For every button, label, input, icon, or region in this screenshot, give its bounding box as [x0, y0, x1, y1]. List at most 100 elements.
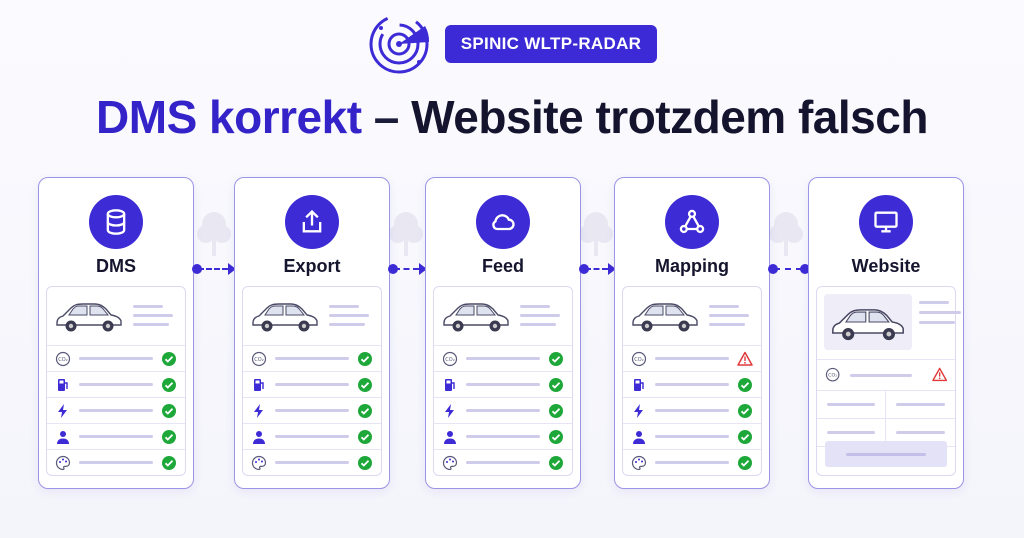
attribute-row [47, 371, 185, 397]
attribute-row: CO₂ [623, 345, 761, 371]
car-icon [56, 303, 122, 332]
data-panel: CO₂ [622, 286, 762, 476]
value-placeholder [79, 461, 153, 464]
brand-badge: SPINIC WLTP-RADAR [444, 25, 658, 63]
vehicle-image [824, 294, 912, 350]
car-icon [443, 303, 509, 332]
check-icon [548, 351, 564, 367]
value-placeholder [275, 409, 349, 412]
value-placeholder [466, 461, 540, 464]
check-icon [357, 403, 373, 419]
cta-button[interactable] [825, 441, 947, 467]
value-placeholder [466, 435, 540, 438]
value-placeholder [79, 383, 153, 386]
lightning-icon [251, 403, 267, 419]
stage-label: Mapping [655, 256, 729, 276]
website-panel: CO₂ [816, 286, 961, 476]
attribute-row [623, 397, 761, 423]
vehicle-row [440, 293, 566, 337]
arrow-head [228, 263, 236, 275]
value-placeholder [466, 409, 540, 412]
check-icon [737, 455, 753, 471]
data-panel: CO₂ [242, 286, 382, 476]
value-placeholder [655, 357, 729, 360]
network-icon [665, 195, 719, 249]
radar-icon [369, 14, 429, 74]
tree-decoration [579, 212, 613, 256]
page-title: DMS korrekt – Website trotzdem falsch [0, 90, 1024, 144]
check-icon [161, 351, 177, 367]
palette-icon [251, 455, 267, 471]
fuel-icon [442, 377, 458, 393]
check-icon [737, 429, 753, 445]
connector-dot [579, 264, 589, 274]
database-icon [89, 195, 143, 249]
user-icon [251, 429, 267, 445]
flow-arrow [388, 263, 427, 275]
check-icon [548, 455, 564, 471]
attribute-row [243, 423, 381, 449]
vehicle-row [249, 293, 375, 337]
check-icon [161, 455, 177, 471]
lightning-icon [631, 403, 647, 419]
value-placeholder [275, 461, 349, 464]
check-icon [357, 429, 373, 445]
text-placeholder [520, 304, 560, 326]
connector-dot [192, 264, 202, 274]
flow-arrow [579, 263, 616, 275]
attribute-row [47, 449, 185, 475]
attribute-row [243, 371, 381, 397]
attribute-row [47, 397, 185, 423]
check-icon [161, 377, 177, 393]
dashed-line [394, 268, 419, 270]
value-placeholder [79, 409, 153, 412]
palette-icon [55, 455, 71, 471]
attribute-row [243, 449, 381, 475]
text-placeholder [133, 304, 173, 326]
stage-label: Feed [481, 256, 524, 276]
stage-label: DMS [96, 256, 136, 276]
value-placeholder [655, 409, 729, 412]
value-placeholder [466, 357, 540, 360]
check-icon [548, 403, 564, 419]
svg-text:CO₂: CO₂ [58, 357, 67, 363]
check-icon [548, 377, 564, 393]
monitor-icon [859, 195, 913, 249]
stage-label: Export [283, 256, 341, 276]
svg-text:CO₂: CO₂ [634, 357, 643, 363]
palette-icon [442, 455, 458, 471]
attribute-row: CO₂ [47, 345, 185, 371]
data-panel: CO₂ [433, 286, 573, 476]
stage-card-dms: DMS CO₂ [38, 177, 194, 489]
vehicle-row [53, 293, 179, 337]
cloud-icon [476, 195, 530, 249]
attribute-row: CO₂ [243, 345, 381, 371]
check-icon [357, 377, 373, 393]
value-placeholder [655, 383, 729, 386]
text-placeholder [329, 304, 369, 326]
stage-label: Website [851, 256, 921, 276]
connector-dot [768, 264, 778, 274]
check-icon [737, 403, 753, 419]
attribute-row [434, 371, 572, 397]
text-placeholder [709, 304, 749, 326]
connector-dot [800, 264, 810, 274]
attribute-row [434, 397, 572, 423]
fuel-icon [251, 377, 267, 393]
check-icon [161, 429, 177, 445]
title-main: Website trotzdem falsch [411, 91, 928, 143]
check-icon [737, 377, 753, 393]
connector-dot [388, 264, 398, 274]
flow-arrow [768, 264, 810, 274]
attribute-row: CO₂ [434, 345, 572, 371]
value-placeholder [275, 383, 349, 386]
title-dash: – [361, 91, 412, 143]
attribute-row [47, 423, 185, 449]
check-icon [357, 351, 373, 367]
co2-icon: CO₂ [55, 351, 71, 367]
dashed-line [774, 268, 802, 270]
tree-decoration [769, 212, 803, 256]
co2-icon: CO₂ [825, 367, 840, 383]
